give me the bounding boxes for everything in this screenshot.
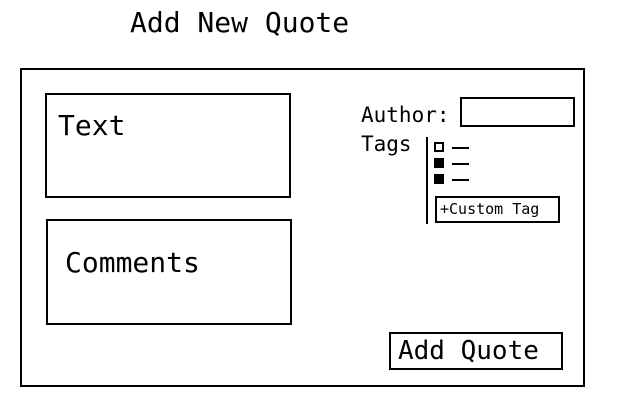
tag-checkbox[interactable] xyxy=(434,142,444,152)
text-input-area[interactable]: Text xyxy=(45,93,291,198)
tag-checkbox[interactable] xyxy=(434,174,444,184)
tag-label-placeholder xyxy=(452,163,469,165)
tag-label-placeholder xyxy=(452,147,469,149)
tag-option-2[interactable] xyxy=(434,158,474,170)
custom-tag-button[interactable]: +Custom Tag xyxy=(435,196,560,223)
tag-label-placeholder xyxy=(452,179,469,181)
text-placeholder: Text xyxy=(58,109,126,142)
tags-label: Tags xyxy=(361,132,412,156)
add-quote-button[interactable]: Add Quote xyxy=(389,332,563,370)
tag-checkbox[interactable] xyxy=(434,158,444,168)
comments-placeholder: Comments xyxy=(65,246,200,279)
comments-input-area[interactable]: Comments xyxy=(46,219,292,325)
tags-divider xyxy=(426,137,428,224)
page-title: Add New Quote xyxy=(130,6,350,39)
author-label: Author: xyxy=(361,103,450,127)
tag-option-3[interactable] xyxy=(434,174,474,186)
tag-option-1[interactable] xyxy=(434,142,474,154)
quote-form: Text Comments Author: Tags +Custom Tag A… xyxy=(20,68,585,387)
author-input[interactable] xyxy=(460,97,575,127)
